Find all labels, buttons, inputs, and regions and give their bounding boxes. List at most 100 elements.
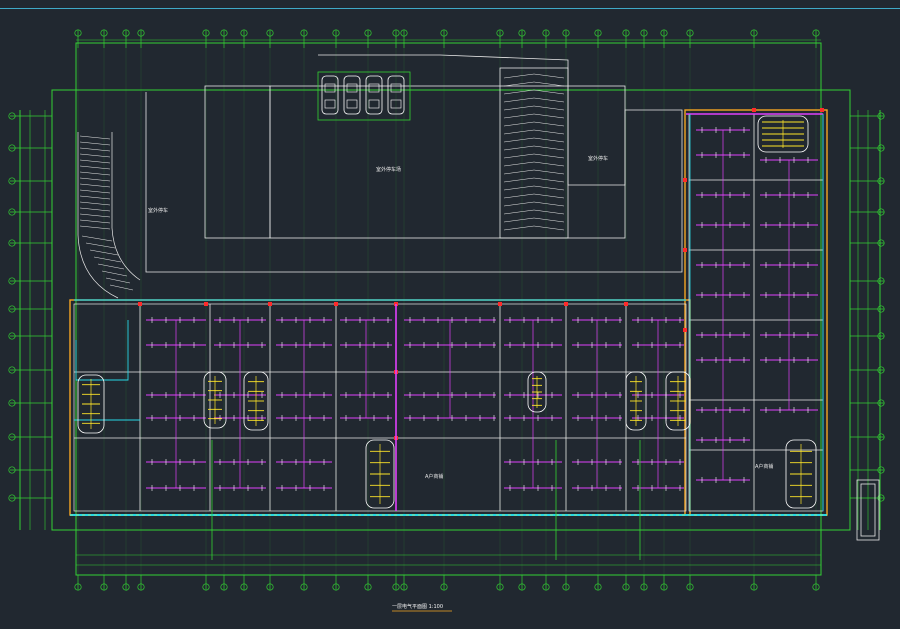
parked-cars — [317, 71, 411, 121]
axis-bubble-icon — [660, 583, 668, 591]
axis-bubble-icon — [220, 583, 228, 591]
axis-bubble-icon — [877, 332, 885, 340]
axis-bubble-icon — [364, 29, 372, 37]
label-shop-center: A户商铺 — [425, 473, 443, 480]
axis-bubble-icon — [812, 29, 820, 37]
axis-bubble-icon — [400, 29, 408, 37]
axis-bubble-icon — [518, 29, 526, 37]
stair-icon — [203, 371, 227, 429]
axis-bubble-icon — [877, 208, 885, 216]
label-parking-right: 室外停车 — [588, 155, 608, 162]
axis-bubble-icon — [877, 399, 885, 407]
room-partitions — [74, 114, 823, 511]
label-parking-center: 室外停车场 — [376, 166, 401, 173]
axis-bubble-icon — [542, 29, 550, 37]
axis-bubble-icon — [74, 29, 82, 37]
stair-icon — [625, 371, 647, 431]
axis-bubble-icon — [332, 583, 340, 591]
stair-icon — [785, 439, 817, 509]
axis-bubble-icon — [877, 277, 885, 285]
parking-lot — [145, 54, 683, 273]
axis-bubble-icon — [332, 29, 340, 37]
axis-bubble-icon — [122, 583, 130, 591]
axis-bubble-icon — [8, 305, 16, 313]
axis-bubble-icon — [8, 277, 16, 285]
stair-icon — [243, 371, 269, 431]
axis-bubble-icon — [137, 29, 145, 37]
axis-bubble-icon — [496, 29, 504, 37]
building-outline — [69, 109, 828, 516]
stair-cores — [77, 115, 817, 509]
axis-bubble-icon — [266, 583, 274, 591]
axis-bubble-icon — [622, 583, 630, 591]
axis-bubble-icon — [240, 583, 248, 591]
axis-bubble-icon — [877, 305, 885, 313]
axis-bubble-icon — [202, 583, 210, 591]
axis-bubble-icon — [496, 583, 504, 591]
axis-bubble-icon — [562, 29, 570, 37]
axis-bubble-icon — [877, 466, 885, 474]
drawing-title: 一层电气平面图 1:100 — [392, 603, 443, 610]
axis-bubble-icon — [8, 112, 16, 120]
car-icon — [387, 75, 405, 115]
axis-bubble-icon — [594, 29, 602, 37]
dimension-frame — [19, 42, 881, 576]
axis-bubble-icon — [640, 29, 648, 37]
axis-bubble-icon — [8, 494, 16, 502]
axis-bubble-icon — [400, 583, 408, 591]
axis-bubble-icon — [8, 144, 16, 152]
axis-bubble-icon — [750, 29, 758, 37]
axis-bubble-icon — [518, 583, 526, 591]
axis-bubble-icon — [622, 29, 630, 37]
ramp-left — [77, 73, 565, 299]
axis-bubble-icon — [8, 177, 16, 185]
stair-icon — [665, 371, 691, 431]
axis-bubble-icon — [440, 583, 448, 591]
axis-bubble-icon — [594, 583, 602, 591]
axis-bubble-icon — [202, 29, 210, 37]
axis-bubble-icon — [8, 466, 16, 474]
axis-bubble-icon — [8, 208, 16, 216]
axis-bubble-icon — [8, 366, 16, 374]
axis-bubble-icon — [74, 583, 82, 591]
area-labels: 室外停车 室外停车场 室外停车 A户商铺 A户商铺 一层电气平面图 1:100 — [148, 155, 773, 612]
axis-bubble-icon — [100, 583, 108, 591]
stair-icon — [757, 115, 809, 153]
axis-bubble-icon — [122, 29, 130, 37]
axis-bubble-icon — [750, 583, 758, 591]
axis-bubble-icon — [877, 366, 885, 374]
axis-bubble-icon — [392, 583, 400, 591]
axis-bubble-icon — [877, 433, 885, 441]
viewer-top-border — [0, 0, 900, 9]
label-shop-right: A户商铺 — [755, 463, 773, 470]
axis-bubble-icon — [137, 583, 145, 591]
label-parking-left: 室外停车 — [148, 207, 168, 214]
axis-bubble-icon — [877, 177, 885, 185]
axis-bubble-icon — [364, 583, 372, 591]
axis-bubble-icon — [660, 29, 668, 37]
axis-bubble-icon — [240, 29, 248, 37]
axis-bubble-icon — [8, 332, 16, 340]
axis-bubble-icon — [686, 29, 694, 37]
axis-bubble-icon — [686, 583, 694, 591]
axis-bubble-icon — [8, 399, 16, 407]
axis-bubble-icon — [440, 29, 448, 37]
axis-bubble-icon — [100, 29, 108, 37]
stair-icon — [527, 371, 547, 413]
axis-bubble-icon — [8, 239, 16, 247]
axis-bubble-icon — [300, 583, 308, 591]
axis-bubble-icon — [392, 29, 400, 37]
car-icon — [321, 75, 339, 115]
axis-bubble-icon — [640, 583, 648, 591]
car-icon — [365, 75, 383, 115]
axis-bubble-icon — [562, 583, 570, 591]
axis-bubble-icon — [300, 29, 308, 37]
electrical-circuits — [70, 108, 827, 560]
axis-bubble-icon — [266, 29, 274, 37]
stair-icon — [365, 439, 395, 509]
stair-icon — [77, 374, 105, 434]
axis-bubble-icon — [812, 583, 820, 591]
axis-bubble-icon — [877, 144, 885, 152]
